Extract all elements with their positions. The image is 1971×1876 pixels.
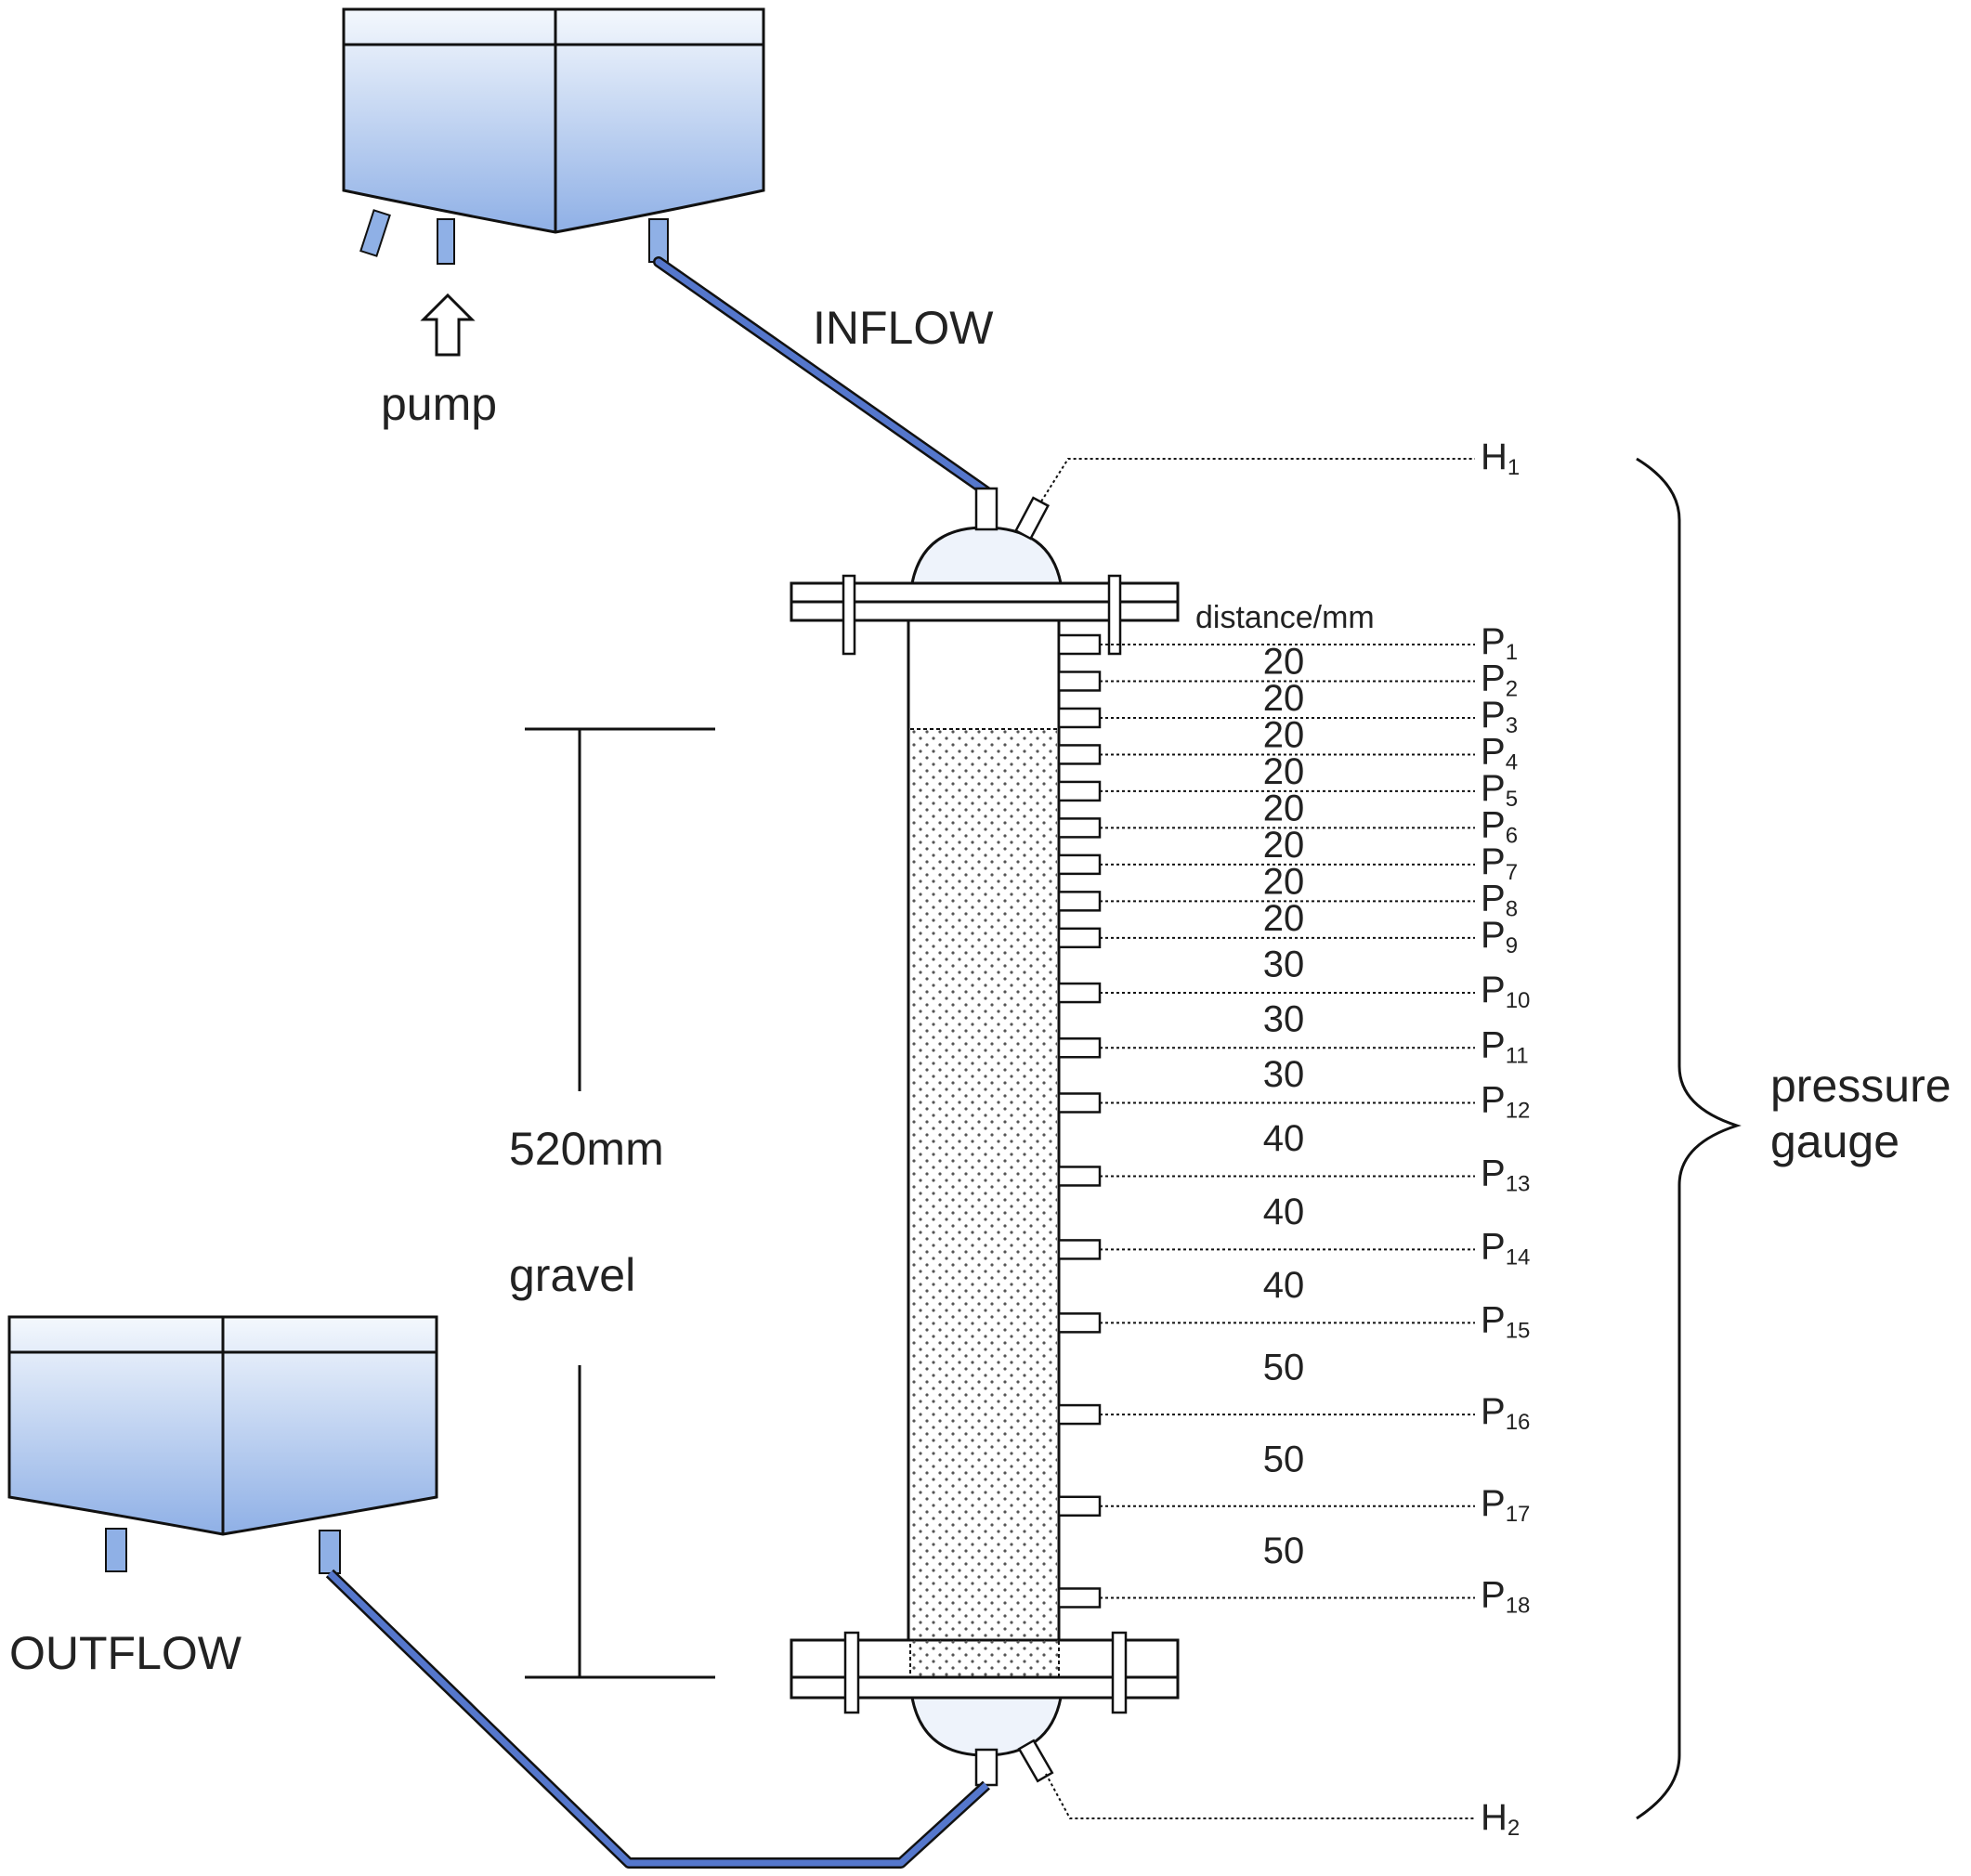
port-stub <box>1057 1166 1102 1187</box>
pressure-gauge-label-line1: pressure <box>1770 1060 1951 1112</box>
pressure-gauge-label-line2: gauge <box>1770 1115 1899 1167</box>
top-flange <box>790 574 1180 656</box>
distance-value: 20 <box>1263 898 1305 939</box>
pressure-port: P17 <box>1057 1483 1530 1527</box>
distance-value: 40 <box>1263 1192 1305 1232</box>
bottom-flange <box>790 1631 1180 1714</box>
pressure-ports: P1P2P3P4P5P6P7P8P9P10P11P12P13P14P15P16P… <box>1057 621 1530 1618</box>
port-label: P16 <box>1481 1391 1530 1435</box>
port-stub <box>1057 927 1102 949</box>
port-label: P7 <box>1481 841 1518 885</box>
pressure-port: P15 <box>1057 1299 1530 1343</box>
pressure-port: P16 <box>1057 1391 1530 1435</box>
distance-value: 20 <box>1263 715 1305 756</box>
port-stub <box>1057 1239 1102 1260</box>
pressure-gauge-brace <box>1636 457 1742 1820</box>
port-stub <box>1057 1495 1102 1518</box>
pump-outlet-stub <box>437 218 455 265</box>
port-stub <box>1057 633 1102 656</box>
pressure-port: P1 <box>1057 621 1518 665</box>
pump-outlet-stub-angled <box>359 209 391 257</box>
distance-value: 50 <box>1263 1348 1305 1388</box>
pressure-port: P10 <box>1057 970 1530 1013</box>
pressure-port: P14 <box>1057 1226 1530 1270</box>
port-stub <box>1057 671 1102 692</box>
pressure-port: P9 <box>1057 915 1518 958</box>
distance-value: 40 <box>1263 1265 1305 1306</box>
port-stub <box>1057 982 1102 1004</box>
pressure-port: P5 <box>1057 768 1518 812</box>
outflow-tank <box>7 1315 438 1574</box>
inflow-outlet-stub <box>648 218 669 263</box>
port-label: P9 <box>1481 915 1518 958</box>
port-label: P4 <box>1481 731 1518 775</box>
port-label: P8 <box>1481 878 1518 921</box>
pressure-port: P12 <box>1057 1080 1530 1124</box>
material-label: gravel <box>509 1249 635 1301</box>
distance-value: 20 <box>1263 862 1305 903</box>
port-label: P2 <box>1481 658 1518 701</box>
port-stub <box>1057 707 1102 729</box>
column-body <box>907 619 1061 1679</box>
port-stub <box>1057 1312 1102 1334</box>
pressure-port: P2 <box>1057 658 1518 701</box>
port-stub <box>1057 1587 1102 1609</box>
pressure-port: P8 <box>1057 878 1518 921</box>
port-label: P11 <box>1481 1024 1529 1068</box>
port-stub <box>1057 1092 1102 1114</box>
port-label: P10 <box>1481 970 1530 1013</box>
port-stub <box>1057 891 1102 912</box>
port-label: P12 <box>1481 1080 1530 1124</box>
gravel-fill <box>910 729 1057 1675</box>
distance-value: 20 <box>1263 751 1305 792</box>
distance-value: 20 <box>1263 788 1305 829</box>
distance-value: 30 <box>1263 944 1305 984</box>
pump-label: pump <box>381 378 497 430</box>
port-label: P3 <box>1481 695 1518 738</box>
port-label: P17 <box>1481 1483 1530 1527</box>
outflow-pipe <box>325 1569 991 1869</box>
port-stub <box>1057 853 1102 876</box>
distance-value: 30 <box>1263 999 1305 1040</box>
port-label: P18 <box>1481 1574 1530 1618</box>
inflow-tank <box>342 7 765 265</box>
distance-value: 20 <box>1263 825 1305 866</box>
port-label: P6 <box>1481 804 1518 848</box>
port-stub <box>1057 1037 1102 1059</box>
distance-value: 30 <box>1263 1054 1305 1095</box>
distance-value: 20 <box>1263 642 1305 683</box>
length-label: 520mm <box>509 1123 664 1175</box>
pressure-port: P18 <box>1057 1574 1530 1618</box>
pump-arrow-icon <box>420 293 476 357</box>
column-top-cap <box>910 458 1475 585</box>
port-stub <box>1057 817 1102 839</box>
distance-value: 50 <box>1263 1439 1305 1479</box>
pressure-port: P11 <box>1057 1024 1529 1068</box>
port-stub <box>1057 744 1102 765</box>
column-bottom-cap <box>910 1696 1475 1819</box>
distance-header: distance/mm <box>1195 600 1375 635</box>
distance-value: 50 <box>1263 1531 1305 1571</box>
port-label: P14 <box>1481 1226 1530 1270</box>
head-label-top: H1 <box>1481 436 1520 480</box>
port-label: P13 <box>1481 1153 1530 1196</box>
head-label-bottom: H2 <box>1481 1797 1520 1841</box>
port-label: P15 <box>1481 1299 1530 1343</box>
port-stub <box>1057 780 1102 802</box>
port-label: P5 <box>1481 768 1518 812</box>
pressure-port: P13 <box>1057 1153 1530 1196</box>
pressure-port: P4 <box>1057 731 1518 775</box>
port-stub <box>1057 1403 1102 1426</box>
pressure-port: P6 <box>1057 804 1518 848</box>
pressure-port: P7 <box>1057 841 1518 885</box>
distance-value: 20 <box>1263 678 1305 719</box>
pressure-port: P3 <box>1057 695 1518 738</box>
outflow-label: OUTFLOW <box>9 1627 242 1679</box>
distance-value: 40 <box>1263 1118 1305 1159</box>
port-label: P1 <box>1481 621 1518 665</box>
length-dimension <box>525 727 715 1679</box>
inflow-label: INFLOW <box>813 302 994 354</box>
